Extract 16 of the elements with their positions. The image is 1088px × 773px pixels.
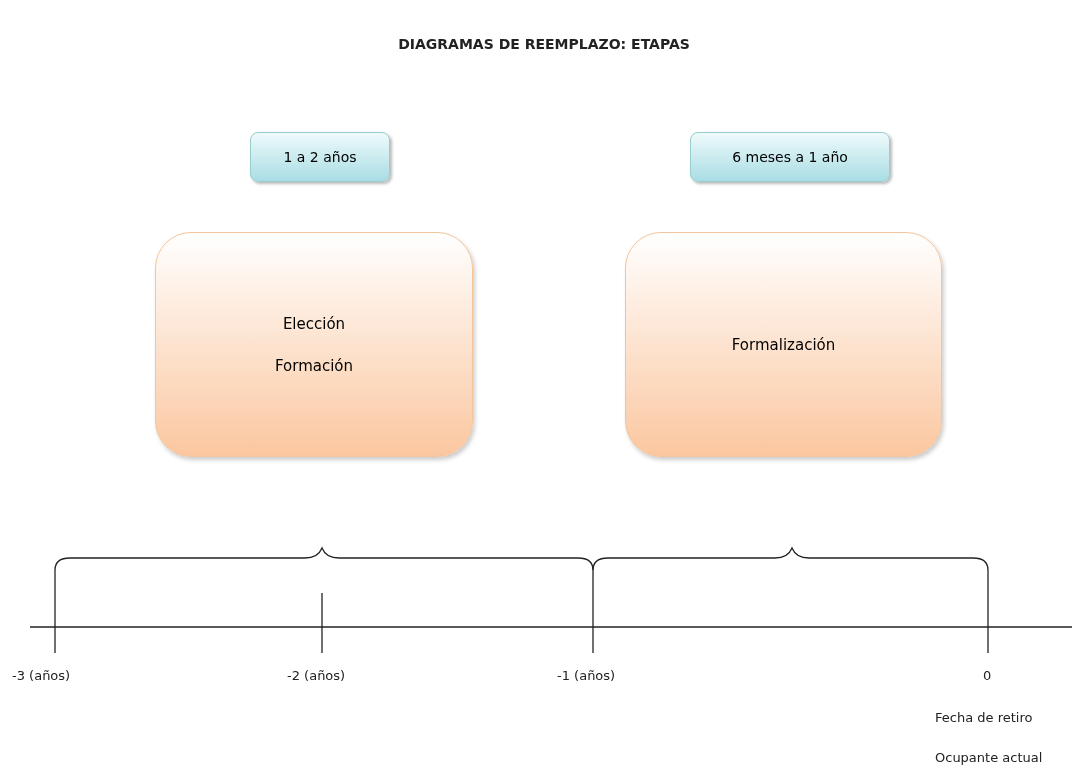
tick-label: -2 (años): [287, 668, 346, 683]
tick-label: -1 (años): [557, 668, 616, 683]
tick-label: -3 (años): [12, 668, 71, 683]
stage-box: [155, 232, 473, 457]
node-text: Elección: [282, 314, 346, 333]
stage-box: [625, 232, 942, 457]
duration-box: [250, 132, 390, 182]
node-text: Formalización: [731, 335, 836, 354]
note-text: Fecha de retiro: [935, 710, 1033, 725]
tick-label: 0: [983, 668, 992, 683]
node-text: 6 meses a 1 año: [732, 149, 848, 165]
duration-box: [690, 132, 890, 182]
node-text: 1 a 2 años: [283, 149, 357, 165]
note-text: Ocupante actual: [935, 750, 1043, 765]
node-text: Formación: [274, 356, 354, 375]
diagram-title: DIAGRAMAS DE REEMPLAZO: ETAPAS: [397, 36, 691, 52]
